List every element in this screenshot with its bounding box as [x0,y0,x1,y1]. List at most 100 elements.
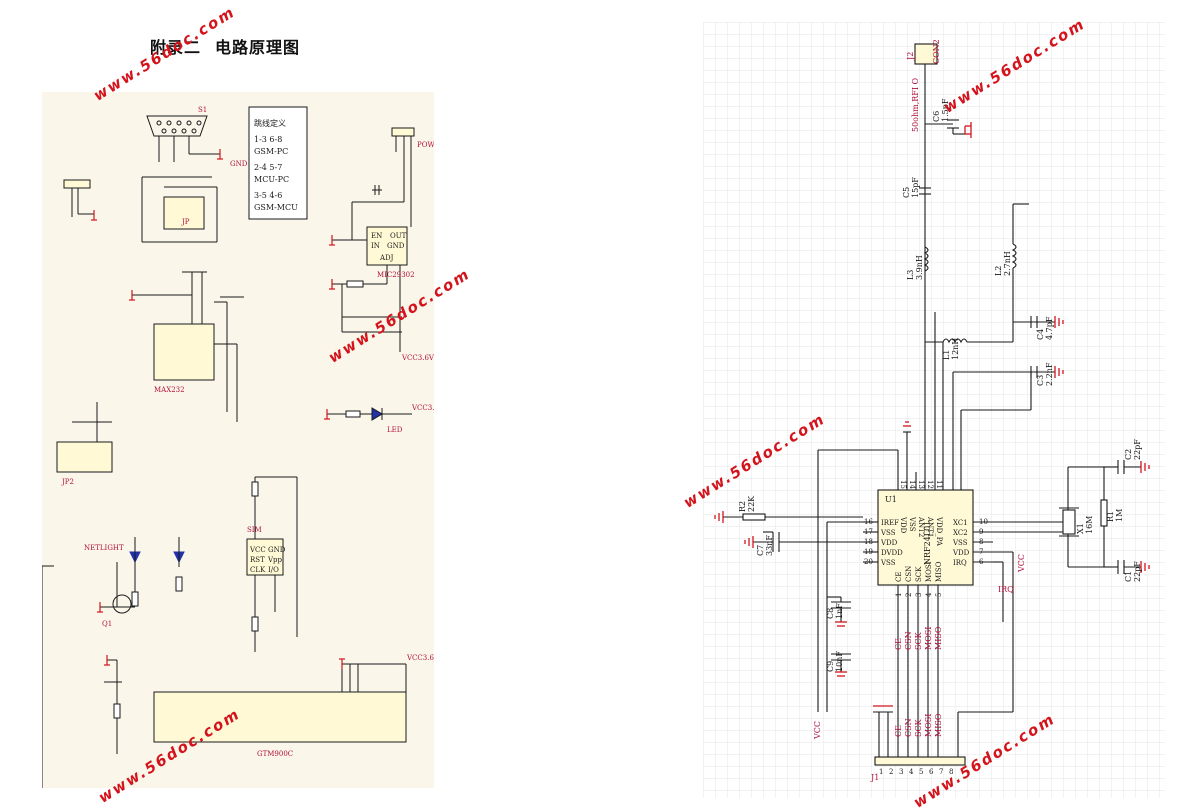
component-ref-c5: C5 [902,187,911,198]
reg-pin-in: IN [371,242,380,250]
component-ref-l1: L1 [942,350,951,360]
chip-left-num: 16 [864,518,873,526]
label-vcc-gsm: VCC3.6V [406,654,434,662]
label-jp2: JP2 [61,478,74,486]
reg-pin-en: EN [371,232,382,240]
chip-bottom-num: 1 [895,593,903,597]
chip-name: NRF24L01 [923,521,932,565]
component-ref-l3: L3 [906,270,915,280]
chip-right-pin: XC2 [953,529,968,537]
label-vcc-side: VCC [1017,554,1026,573]
chip-left-pin: VDD [880,539,898,547]
inductor-l3 [923,246,929,272]
label-vcc-reg: VCC3.6V [401,354,434,362]
label-max232: MAX232 [154,386,185,394]
chip-right-num: 6 [979,558,984,566]
chip-bottom-num: 4 [925,592,933,597]
sim-pin-clk: CLK [250,566,266,574]
chip-left-pin: IREF [881,519,899,527]
label-led: LED [387,426,403,434]
regulator-chip [366,226,408,266]
chip-bottom-pin: CSN [905,566,913,582]
note-route-1: GSM-PC [254,147,288,156]
net-label-1: MOSI [924,714,933,737]
note-jumper-2: 2-4 5-7 [254,163,282,172]
chip-top-num: 12 [926,480,934,489]
sim-pin-vcc: VCC [249,546,266,554]
component-ref-c6: C6 [932,111,941,122]
reg-pin-adj: ADJ [379,254,394,262]
component-ref-c3: C3 [1036,375,1045,386]
label-con2: CON2 [932,39,941,64]
component-value-c3: 2.2nF [1045,362,1054,386]
chip-right-pin: VSS [952,539,968,547]
label-gtm900c: GTM900C [257,750,293,758]
chip-right-num: 7 [979,548,983,556]
chip-right-pin: XC1 [953,519,968,527]
chip-right-pin: IRQ [953,559,967,567]
net-label-0: SCK [914,631,923,650]
j1-pin-num: 4 [909,768,914,776]
component-value-l1: 12nH [951,338,960,360]
chip-left-num: 19 [864,548,873,556]
j1-connector [874,756,966,766]
note-jumper-1: 1-3 6-8 [254,135,282,144]
inductor-l2 [1011,243,1017,269]
chip-bottom-num: 3 [915,593,923,597]
inductor-l1 [942,338,968,344]
chip-bottom-num: 5 [935,593,943,597]
label-irq: IRQ [998,585,1014,594]
chip-top-pin: VDD [899,516,907,534]
net-label-0: CE [894,638,903,650]
component-value-x1: 16M [1085,516,1094,534]
component-ref-c2: C2 [1124,449,1133,460]
net-label-0: CSN [904,631,913,650]
component-value-c1: 22pF [1133,561,1142,582]
power-connector [391,127,415,137]
net-label-1: MISO [934,713,943,737]
j2-connector [914,43,938,65]
chip-left-num: 18 [864,538,873,546]
component-ref-c4: C4 [1036,329,1045,340]
chip-left-pin: DVDD [881,549,903,557]
net-label-0: MOSI [924,627,933,650]
component-value-c4: 4.7pF [1045,316,1054,340]
j1-pin-num: 5 [919,768,923,776]
chip-top-num: 14 [908,480,916,489]
label-jumper: JP [181,218,190,226]
net-label-0: MISO [934,626,943,650]
sim-holder [246,538,284,576]
j1-pin-num: 1 [879,768,883,776]
net-label-1: CE [894,725,903,737]
label-j2: J2 [906,52,915,61]
reg-pin-gnd: GND [387,242,405,250]
appendix-number: 附录二 [150,38,202,57]
component-value-c9: 10nF [835,651,844,672]
chip-right-num: 8 [979,538,983,546]
sim-pin-gnd: GND [268,546,286,554]
chip-left-num: 20 [864,558,873,566]
component-ref-c7: C7 [756,545,765,556]
component-value-c5: 15pF [911,177,920,198]
component-ref-c8: C8 [826,608,835,619]
component-ref-c1: C1 [1124,571,1133,582]
note-route-3: GSM-MCU [254,203,298,212]
label-regulator: MIC29302 [377,271,415,279]
component-value-r1: 1M [1115,509,1124,522]
component-value-c7: 33nF [765,535,774,556]
chip-left-pin: VSS [880,559,896,567]
reg-pin-out: OUT [390,232,407,240]
gsm-schematic: S1 JP POWER MIC29302 MAX232 JP2 NETLIGHT… [41,92,446,788]
component-value-l2: 2.7nH [1003,251,1012,276]
sim-pin-io: I/O [268,566,279,574]
chip-ref: U1 [885,495,897,504]
header-jp2 [56,441,113,473]
j1-pin-num: 8 [949,768,953,776]
chip-right-pin: VDD [952,549,970,557]
label-q1: Q1 [102,620,112,628]
component-ref-r2: R2 [738,501,747,512]
chip-top-pin: VDD_PA [935,516,943,547]
j1-pin-num: 2 [889,768,893,776]
left-ground-symbols [91,149,345,669]
